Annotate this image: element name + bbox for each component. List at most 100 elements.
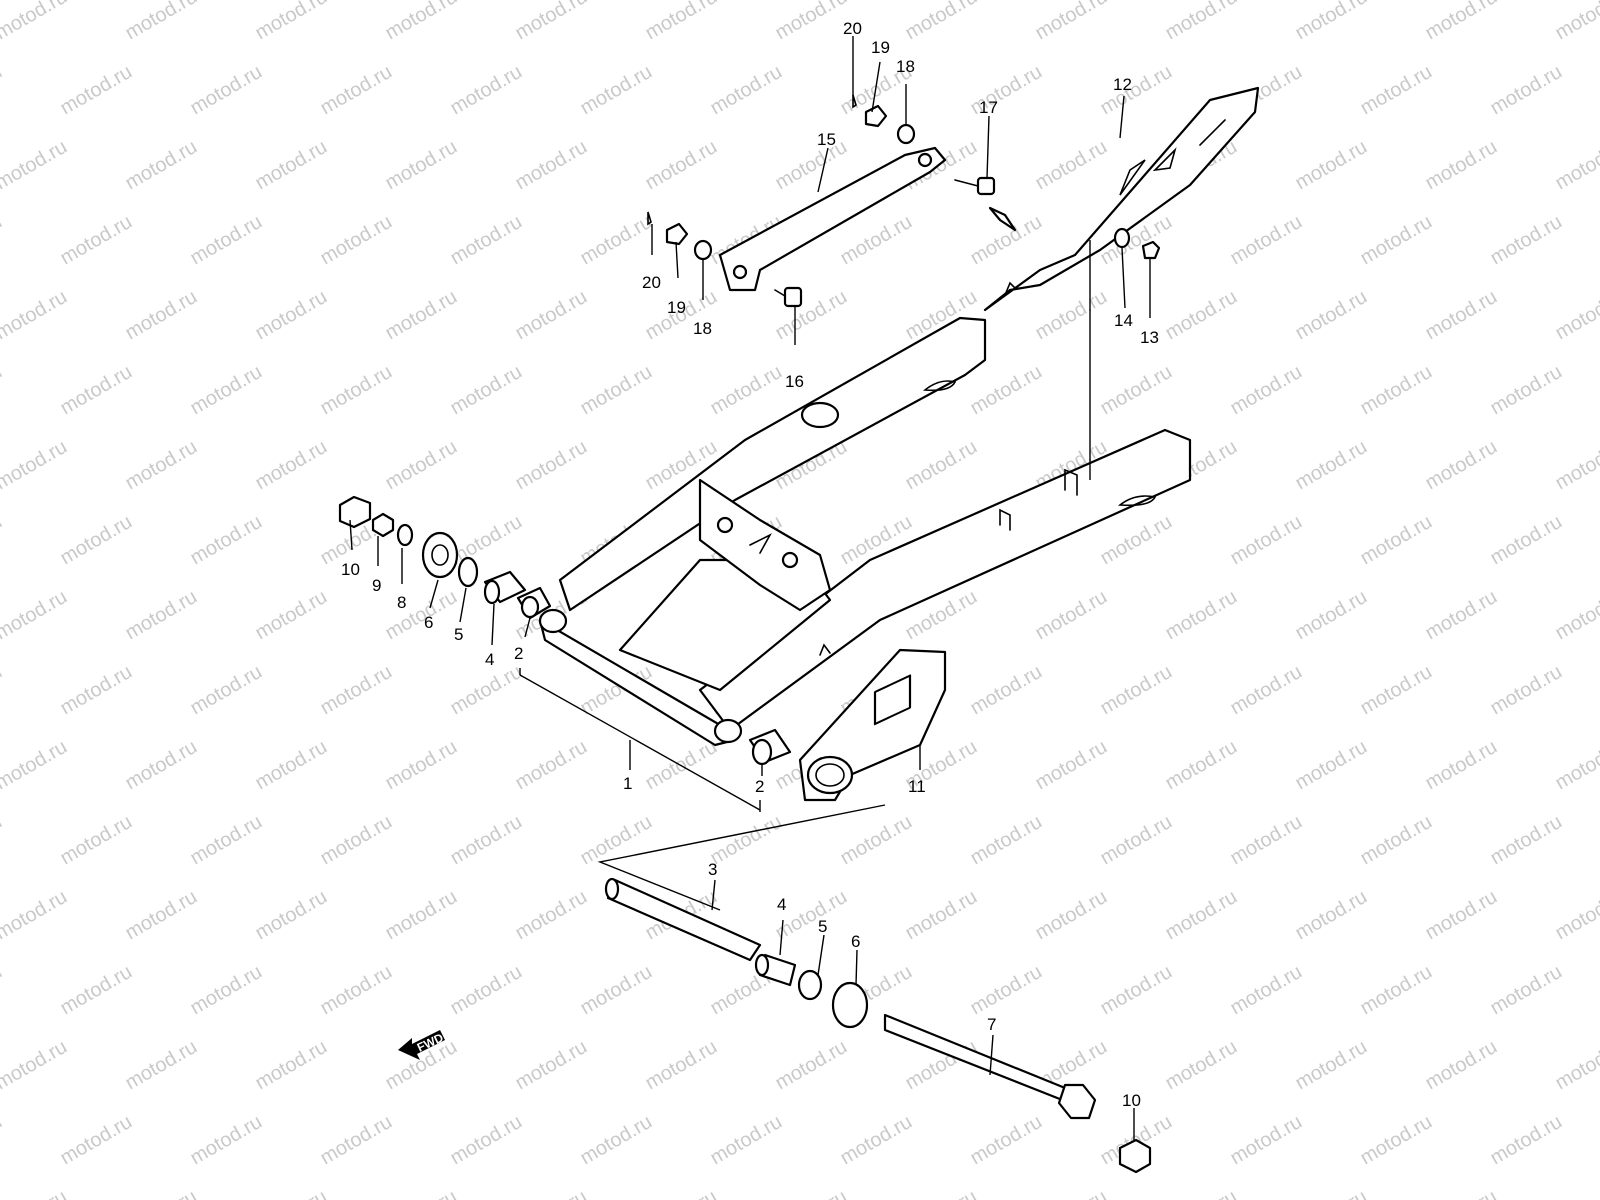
watermark-text: motod.ru [1552,136,1600,195]
washer-5-left[interactable] [457,556,479,588]
callout-18: 18 [896,57,915,76]
watermark-text: motod.ru [122,886,201,945]
callout-18: 18 [693,319,712,338]
watermark-text: motod.ru [447,61,526,120]
watermark-text: motod.ru [1422,1036,1501,1095]
torque-link-part[interactable] [718,146,947,292]
watermark-text: motod.ru [317,1111,396,1170]
watermark-text: motod.ru [967,811,1046,870]
watermark-text: motod.ru [317,661,396,720]
watermark-text: motod.ru [772,136,851,195]
watermark-text: motod.ru [0,586,71,645]
bearing-2-right[interactable] [748,728,792,766]
watermark-text: motod.ru [1032,736,1111,795]
watermark-text: motod.ru [1422,586,1501,645]
watermark-text: motod.ru [1227,511,1306,570]
watermark-text: motod.ru [1422,1186,1501,1200]
watermark-text: motod.ru [577,811,656,870]
nut-9[interactable] [371,512,395,538]
watermark-text: motod.ru [1552,886,1600,945]
watermark-text: motod.ru [252,586,331,645]
seal-6-left[interactable] [421,531,459,579]
watermark-text: motod.ru [1227,1111,1306,1170]
watermark-text: motod.ru [902,1186,981,1200]
watermark-text: motod.ru [447,961,526,1020]
watermark-text: motod.ru [1162,886,1241,945]
watermark-text: motod.ru [1292,586,1371,645]
bearing-4-lower[interactable] [754,953,797,987]
watermark-text: motod.ru [1487,361,1566,420]
washer-18-left[interactable] [693,239,713,261]
watermark-text: motod.ru [1292,286,1371,345]
watermark-text: motod.ru [57,511,136,570]
watermark-text: motod.ru [1357,661,1436,720]
watermark-text: motod.ru [187,811,266,870]
callout-17: 17 [979,98,998,117]
watermark-text: motod.ru [122,736,201,795]
watermark-text: motod.ru [382,436,461,495]
castle-nut-19-top[interactable] [864,104,888,128]
watermark-text: motod.ru [1292,136,1371,195]
watermark-text: motod.ru [1552,436,1600,495]
nut-10-lower[interactable] [1118,1138,1152,1174]
watermark-text: motod.ru [0,661,6,720]
watermark-text: motod.ru [512,0,591,44]
watermark-text: motod.ru [967,661,1046,720]
watermark-text: motod.ru [252,886,331,945]
watermark-text: motod.ru [1227,361,1306,420]
nut-10-left[interactable] [338,495,372,529]
watermark-text: motod.ru [967,361,1046,420]
seal-6-lower[interactable] [831,981,869,1029]
watermark-text: motod.ru [902,886,981,945]
watermark-text: motod.ru [0,961,6,1020]
callout-12: 12 [1113,75,1132,94]
watermark-text: motod.ru [707,61,786,120]
cotter-pin-20-left[interactable] [647,211,652,226]
bearing-2-left[interactable] [516,586,552,620]
washer-14[interactable] [1113,227,1131,249]
watermark-text: motod.ru [382,286,461,345]
watermark-text: motod.ru [1552,0,1600,44]
watermark-text: motod.ru [187,511,266,570]
watermark-text: motod.ru [772,1186,851,1200]
washer-8[interactable] [396,523,414,547]
watermark-text: motod.ru [0,886,71,945]
watermark-text: motod.ru [447,1111,526,1170]
watermark-text: motod.ru [1487,511,1566,570]
pivot-shaft-7[interactable] [883,1013,1097,1120]
watermark-text: motod.ru [187,961,266,1020]
watermark-text: motod.ru [772,0,851,44]
watermark-text: motod.ru [187,661,266,720]
sleeve-3[interactable] [604,877,762,962]
watermark-text: motod.ru [57,661,136,720]
watermark-text: motod.ru [0,811,6,870]
washer-5-lower[interactable] [797,969,823,1001]
watermark-text: motod.ru [0,511,6,570]
bolt-17-part[interactable] [954,176,996,196]
watermark-text: motod.ru [1487,211,1566,270]
watermark-text: motod.ru [57,1111,136,1170]
watermark-text: motod.ru [1487,1111,1566,1170]
bolt-16-part[interactable] [774,286,803,308]
watermark-text: motod.ru [382,136,461,195]
cotter-pin-20-top[interactable] [852,94,857,109]
watermark-text: motod.ru [1487,661,1566,720]
watermark-text: motod.ru [1227,661,1306,720]
chain-case-part[interactable] [798,648,947,802]
watermark-text: motod.ru [122,586,201,645]
callout-5: 5 [818,917,827,936]
washer-18-top[interactable] [896,123,916,145]
watermark-text: motod.ru [252,0,331,44]
bolt-13[interactable] [1141,240,1161,260]
watermark-text: motod.ru [1357,361,1436,420]
chain-guard-part[interactable] [983,86,1260,312]
watermark-text: motod.ru [187,361,266,420]
watermark-text: motod.ru [642,1036,721,1095]
watermark-text: motod.ru [382,736,461,795]
watermark-text: motod.ru [252,1186,331,1200]
bearing-4-left[interactable] [483,570,527,605]
watermark-text: motod.ru [1552,586,1600,645]
watermark-text: motod.ru [1487,811,1566,870]
swingarm-part[interactable] [538,316,1192,747]
castle-nut-19-left[interactable] [665,222,689,246]
